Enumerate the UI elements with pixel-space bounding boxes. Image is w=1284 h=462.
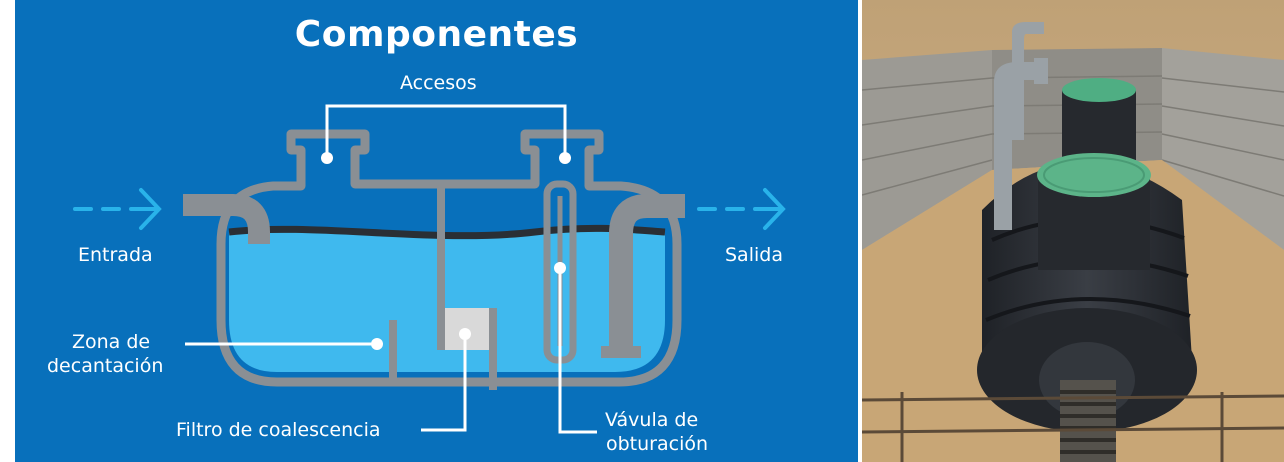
label-entrada: Entrada (78, 244, 153, 266)
inflow-arrow (73, 188, 162, 230)
label-filtro: Filtro de coalescencia (176, 419, 381, 441)
diagram-title: Componentes (294, 14, 579, 55)
outlet-pipe (609, 194, 685, 354)
leader-dots (321, 152, 571, 350)
vent-pipes (994, 22, 1048, 230)
outflow-arrow (697, 188, 786, 230)
separator-schematic (73, 104, 786, 434)
outlet-pipe-foot (601, 346, 641, 358)
inlet-pipe (183, 194, 270, 244)
label-valvula-line1: Vávula de (605, 409, 699, 431)
label-zona-line2: decantación (47, 355, 164, 377)
installation-photo (862, 0, 1284, 462)
label-zona-line1: Zona de (72, 331, 151, 353)
label-accesos: Accesos (400, 72, 477, 94)
diagram-panel: Componentes Accesos Entrada Salida Zona … (15, 0, 858, 462)
installed-separator-tank-photo (862, 0, 1284, 462)
access-riser-front (1037, 153, 1151, 270)
water-area (229, 228, 665, 372)
tank-outline (216, 129, 682, 387)
label-valvula-line2: obturación (606, 433, 709, 455)
leader-lines (185, 104, 597, 434)
label-salida: Salida (725, 244, 783, 266)
access-riser-back (1062, 78, 1136, 160)
foreground-rebar (862, 392, 1284, 462)
corrugated-pipe (1060, 380, 1116, 462)
